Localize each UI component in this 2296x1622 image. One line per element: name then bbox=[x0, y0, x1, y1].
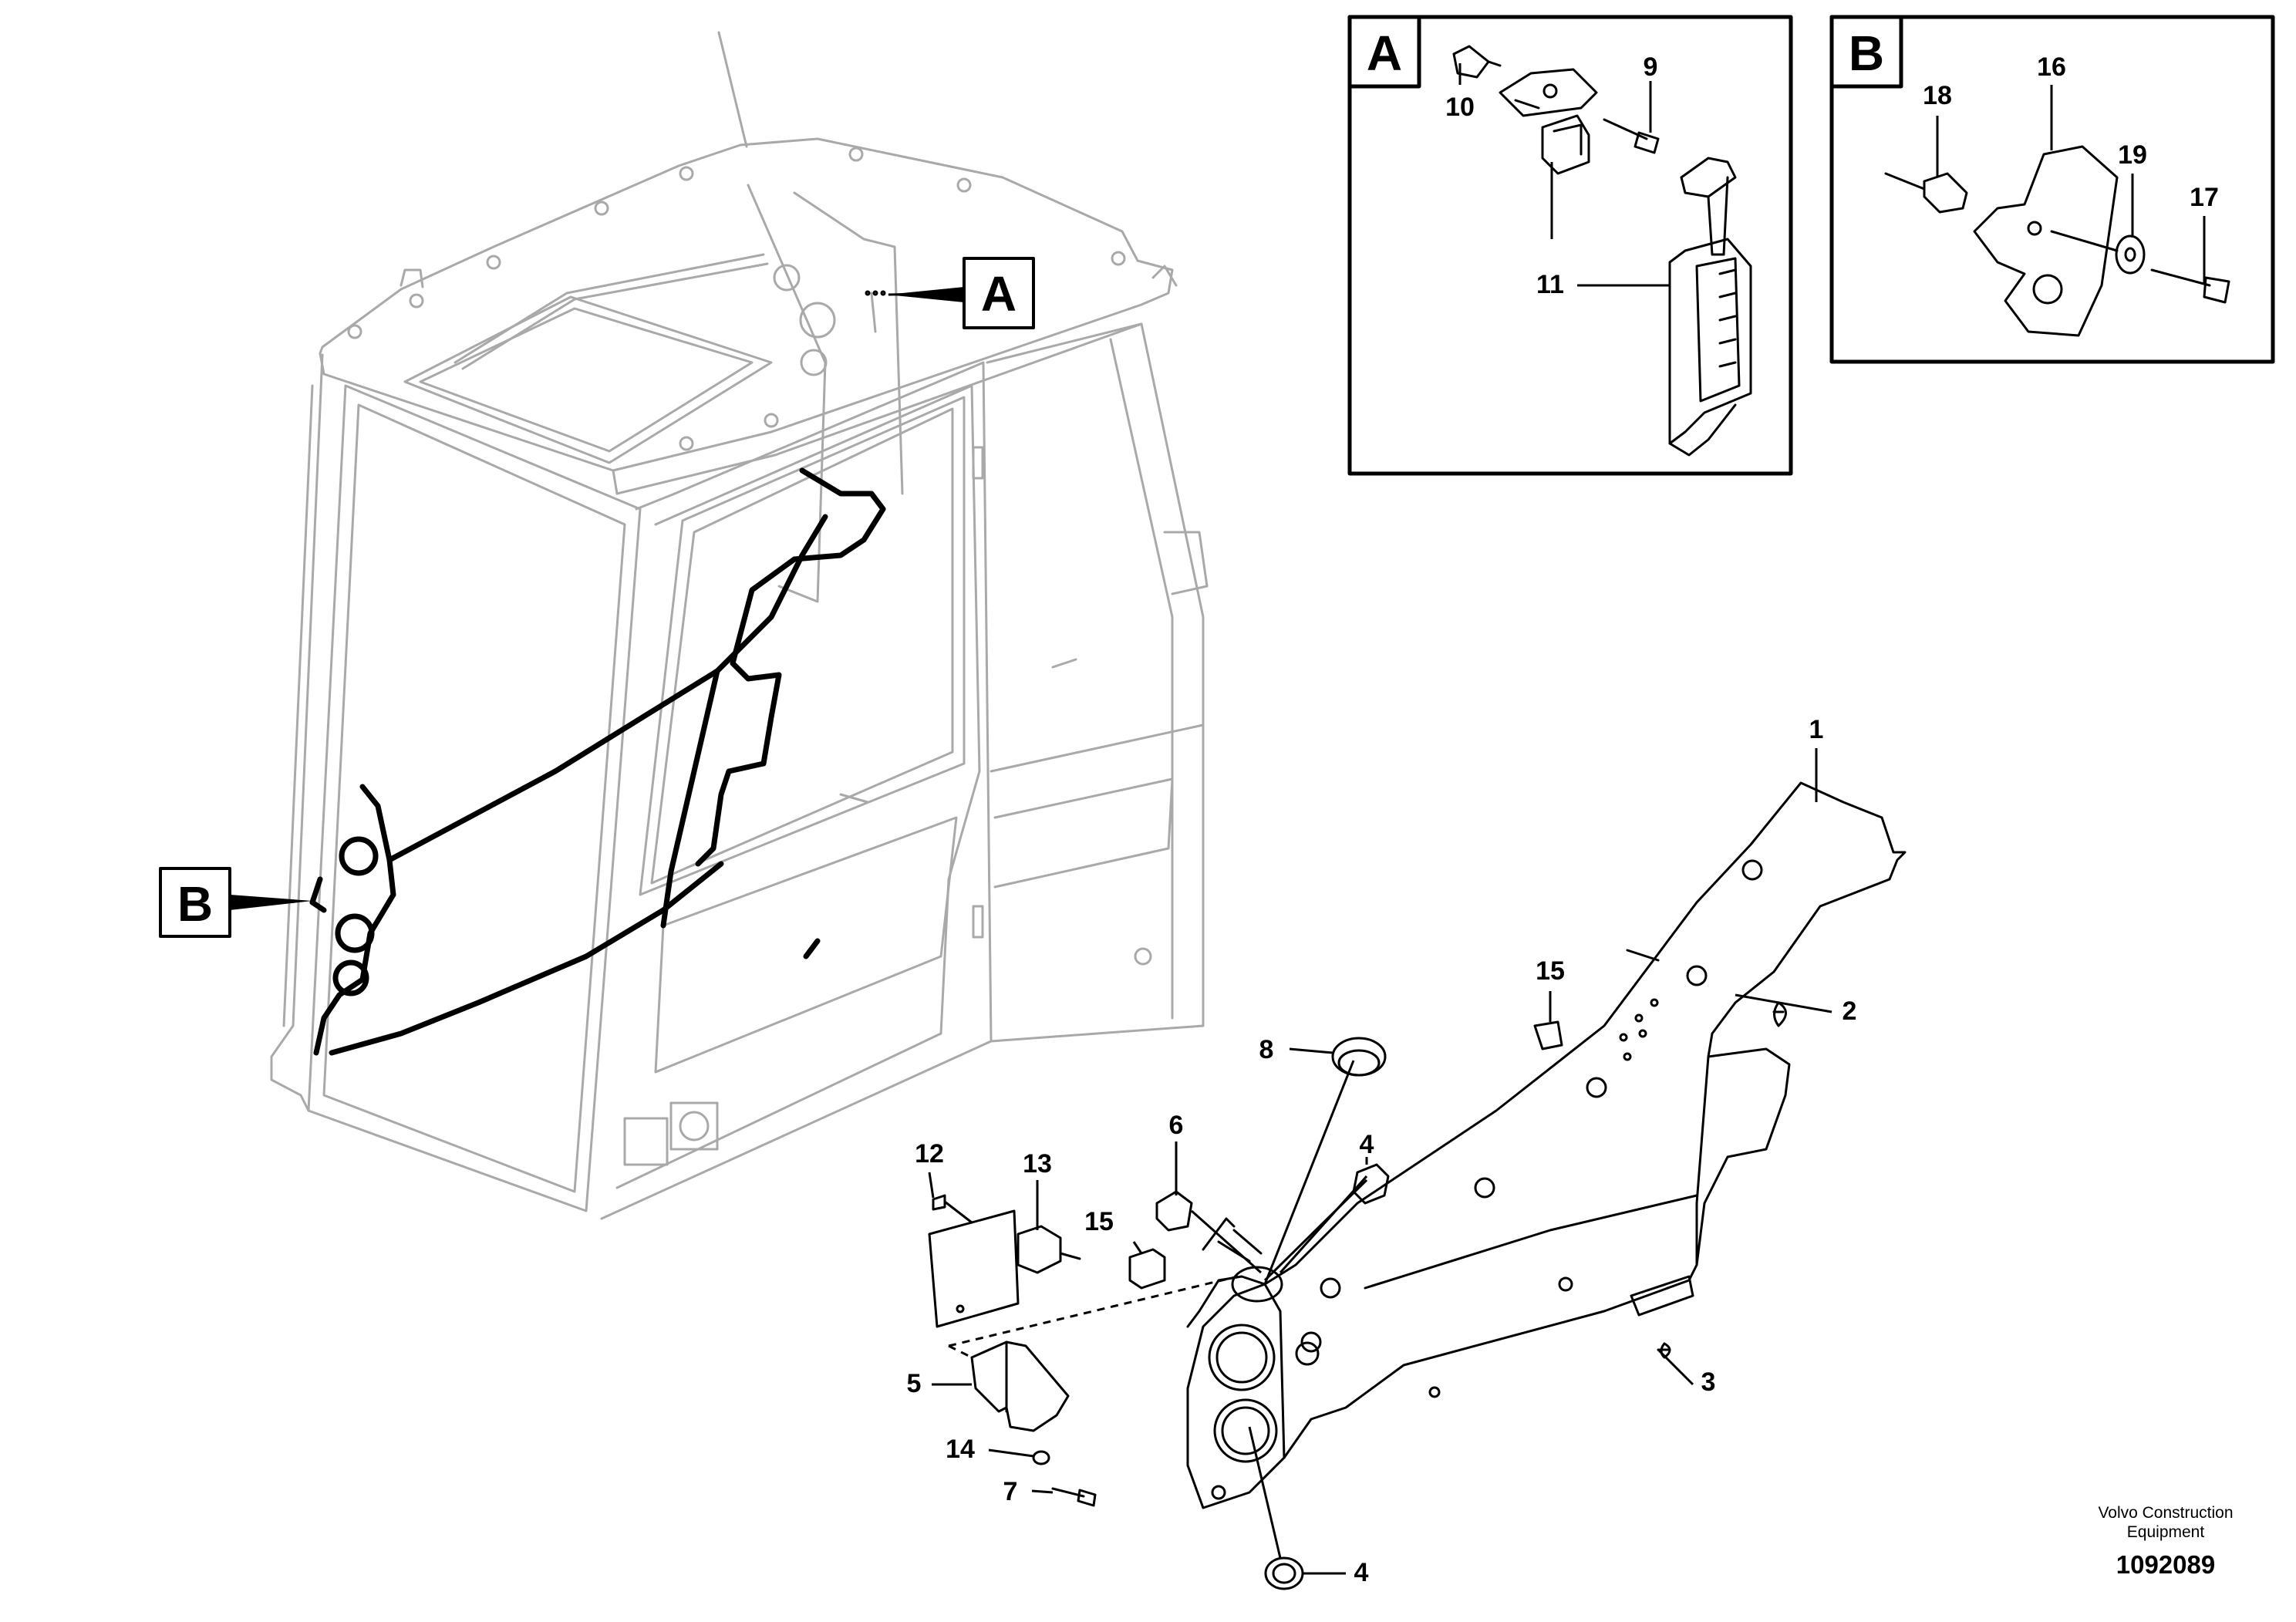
callout-numbers: 1 2 3 4 4 5 6 7 8 12 13 14 15 15 bbox=[907, 715, 1857, 1587]
callout-8[interactable]: 8 bbox=[1259, 1035, 1274, 1064]
callout-10[interactable]: 10 bbox=[1445, 93, 1475, 122]
callout-17[interactable]: 17 bbox=[2190, 183, 2219, 212]
callout-18[interactable]: 18 bbox=[1923, 81, 1952, 110]
detail-box-b-label: B bbox=[1849, 25, 1884, 81]
callout-4-bottom[interactable]: 4 bbox=[1354, 1558, 1369, 1587]
callout-19[interactable]: 19 bbox=[2118, 140, 2147, 170]
company-name-line1: Volvo Construction bbox=[2098, 1504, 2233, 1522]
view-marker-b-label: B bbox=[177, 876, 213, 932]
callout-13[interactable]: 13 bbox=[1023, 1149, 1052, 1179]
callout-9[interactable]: 9 bbox=[1644, 52, 1658, 82]
callout-15-upper[interactable]: 15 bbox=[1536, 956, 1565, 986]
callout-16[interactable]: 16 bbox=[2037, 52, 2066, 82]
callout-leaders bbox=[928, 748, 1832, 1575]
detail-box-b: B 18 16 19 17 bbox=[1829, 15, 2275, 364]
view-marker-a-label: A bbox=[981, 266, 1017, 322]
callout-6[interactable]: 6 bbox=[1169, 1111, 1184, 1140]
view-marker-b[interactable]: B bbox=[159, 867, 312, 938]
callout-5[interactable]: 5 bbox=[907, 1369, 922, 1398]
callout-7[interactable]: 7 bbox=[1003, 1477, 1018, 1506]
footer: Volvo Construction Equipment 1092089 bbox=[2098, 1504, 2233, 1579]
callout-12[interactable]: 12 bbox=[915, 1139, 944, 1168]
callout-2[interactable]: 2 bbox=[1843, 996, 1857, 1026]
callout-1[interactable]: 1 bbox=[1809, 715, 1824, 744]
callout-15-left[interactable]: 15 bbox=[1084, 1207, 1114, 1236]
cab-outline bbox=[270, 31, 1209, 1220]
detail-box-a: A 9 10 11 bbox=[1347, 15, 1793, 476]
panel-assembly bbox=[928, 781, 1907, 1590]
view-marker-a[interactable]: A bbox=[887, 257, 1035, 329]
callout-4-mid[interactable]: 4 bbox=[1360, 1130, 1374, 1159]
drawing-number: 1092089 bbox=[2116, 1550, 2215, 1579]
callout-3[interactable]: 3 bbox=[1701, 1367, 1716, 1397]
company-name-line2: Equipment bbox=[2127, 1523, 2205, 1541]
callout-11[interactable]: 11 bbox=[1536, 270, 1564, 299]
detail-box-a-label: A bbox=[1367, 25, 1402, 81]
wiring-harness bbox=[309, 467, 886, 1056]
callout-14[interactable]: 14 bbox=[946, 1435, 975, 1464]
